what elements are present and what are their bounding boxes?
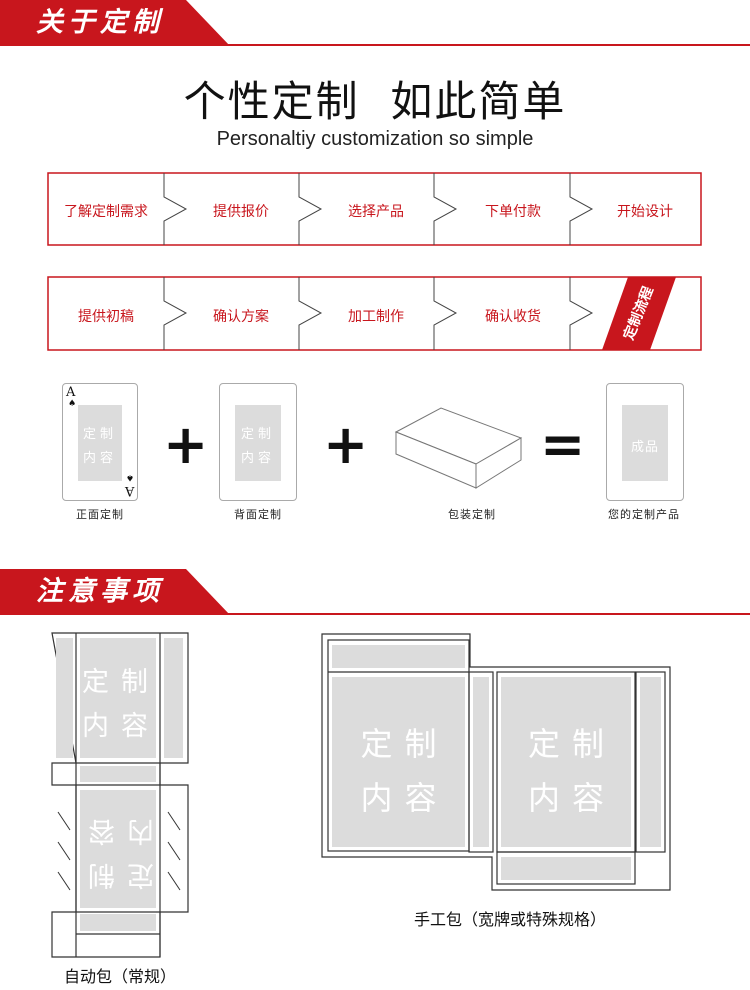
- box-illustration: [394, 407, 523, 489]
- step-3: 选择产品: [348, 204, 404, 220]
- notes-banner: 注意事项: [0, 569, 240, 615]
- process-tag-shape: [602, 277, 676, 350]
- spade-icon: ♠: [68, 399, 77, 409]
- result-card-text: 成品: [630, 440, 659, 455]
- step-9: 确认收货: [485, 309, 541, 325]
- hand-pack-right-text-2: 内容: [527, 779, 616, 817]
- back-card-caption: 背面定制: [234, 508, 282, 521]
- front-card-text-2: 内容: [82, 451, 117, 466]
- auto-pack-text-2: 内容: [82, 711, 160, 742]
- about-banner-line: [0, 44, 750, 46]
- front-card-panel: [78, 405, 122, 481]
- front-card-text-1: 定制: [82, 427, 117, 442]
- result-card: 成品: [606, 383, 684, 501]
- step-7: 确认方案: [213, 309, 269, 325]
- front-card: A ♠ A ♠ 定制 内容: [62, 383, 138, 501]
- front-card-corner-top: A: [66, 385, 76, 400]
- hand-pack-right-text-1: 定制: [527, 725, 616, 763]
- step-6: 提供初稿: [78, 309, 134, 325]
- notes-banner-title: 注意事项: [36, 576, 164, 607]
- step-8: 加工制作: [348, 309, 404, 325]
- step-2: 提供报价: [213, 204, 269, 220]
- page-title: 个性定制 如此简单: [183, 77, 567, 126]
- plus-sign-2: +: [323, 413, 369, 476]
- box-caption: 包装定制: [448, 508, 496, 521]
- back-card-panel: [235, 405, 281, 481]
- step-4: 下单付款: [485, 204, 541, 220]
- back-card-text-2: 内容: [240, 451, 275, 466]
- plus-sign-1: +: [163, 413, 209, 476]
- back-card: 定制 内容: [219, 383, 297, 501]
- result-caption: 您的定制产品: [608, 508, 680, 521]
- auto-pack-text-1: 定制: [82, 667, 160, 698]
- hand-pack-left-text-2: 内容: [360, 779, 449, 817]
- step-5: 开始设计: [617, 204, 673, 220]
- about-banner-title: 关于定制: [36, 7, 164, 38]
- hand-pack-left-text-1: 定制: [360, 725, 449, 763]
- equals-sign: =: [540, 413, 586, 476]
- result-card-panel: [622, 405, 668, 481]
- about-banner: 关于定制: [0, 0, 240, 46]
- page-subtitle: Personaltiy customization so simple: [216, 128, 534, 150]
- step-1: 了解定制需求: [64, 204, 148, 220]
- front-card-caption: 正面定制: [76, 508, 124, 521]
- process-flow-graphic: [47, 172, 702, 351]
- back-card-text-1: 定制: [240, 427, 275, 442]
- hand-pack-caption: 手工包（宽牌或特殊规格）: [413, 910, 606, 929]
- auto-pack-caption: 自动包（常规）: [63, 967, 176, 986]
- notes-banner-line: [0, 613, 750, 615]
